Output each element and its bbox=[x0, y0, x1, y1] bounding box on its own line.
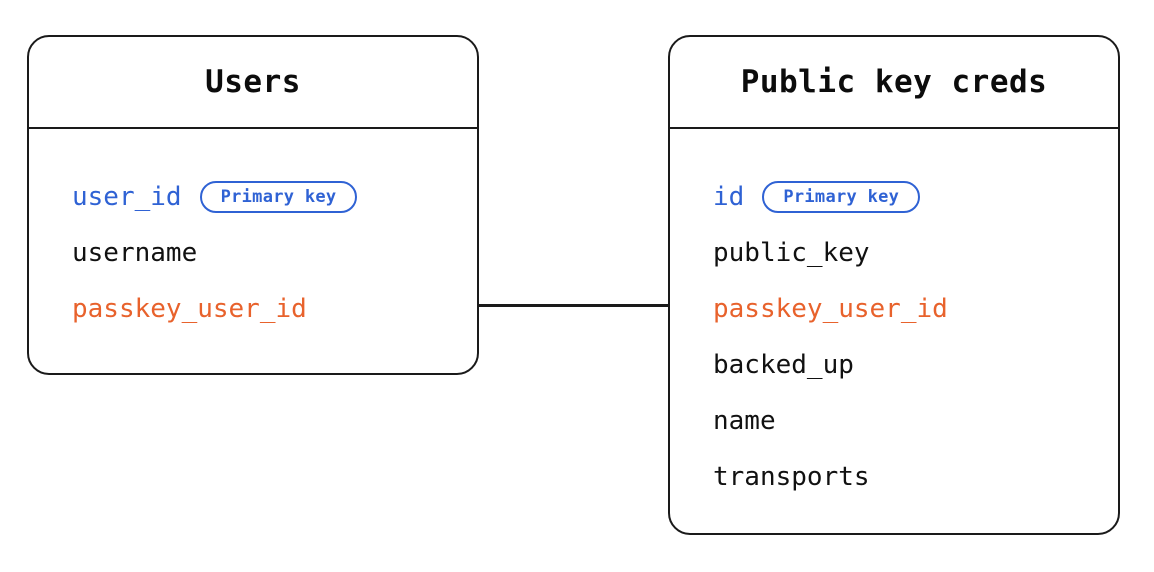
field-name-backed-up: backed_up bbox=[713, 350, 854, 380]
entity-title-users: Users bbox=[205, 64, 301, 100]
field-row[interactable]: transports bbox=[713, 449, 1118, 505]
field-row[interactable]: public_key bbox=[713, 225, 1118, 281]
relationship-connector-users-public-key-creds bbox=[479, 304, 669, 307]
field-name-passkey-user-id: passkey_user_id bbox=[72, 294, 307, 324]
entity-field-list-users: user_id Primary key username passkey_user_i… bbox=[29, 129, 477, 337]
field-name-id: id bbox=[713, 182, 745, 212]
entity-box-public-key-creds[interactable]: Public key creds id Primary key public_key… bbox=[668, 35, 1120, 535]
field-row[interactable]: passkey_user_id bbox=[713, 281, 1118, 337]
field-name-name: name bbox=[713, 406, 776, 436]
primary-key-badge-label: Primary key bbox=[220, 186, 337, 207]
entity-header-public-key-creds: Public key creds bbox=[670, 37, 1118, 129]
primary-key-badge-label: Primary key bbox=[783, 186, 900, 207]
primary-key-badge: Primary key bbox=[199, 181, 358, 213]
field-name-transports: transports bbox=[713, 462, 870, 492]
field-row[interactable]: backed_up bbox=[713, 337, 1118, 393]
field-name-public-key: public_key bbox=[713, 238, 870, 268]
field-row[interactable]: user_id Primary key bbox=[72, 169, 477, 225]
field-row[interactable]: passkey_user_id bbox=[72, 281, 477, 337]
entity-box-users[interactable]: Users user_id Primary key username passkey_… bbox=[27, 35, 479, 375]
entity-header-users: Users bbox=[29, 37, 477, 129]
field-name-user-id: user_id bbox=[72, 182, 182, 212]
field-row[interactable]: username bbox=[72, 225, 477, 281]
field-name-username: username bbox=[72, 238, 198, 268]
field-name-passkey-user-id: passkey_user_id bbox=[713, 294, 948, 324]
field-row[interactable]: name bbox=[713, 393, 1118, 449]
entity-title-public-key-creds: Public key creds bbox=[740, 64, 1048, 100]
field-row[interactable]: id Primary key bbox=[713, 169, 1118, 225]
primary-key-badge: Primary key bbox=[762, 181, 921, 213]
